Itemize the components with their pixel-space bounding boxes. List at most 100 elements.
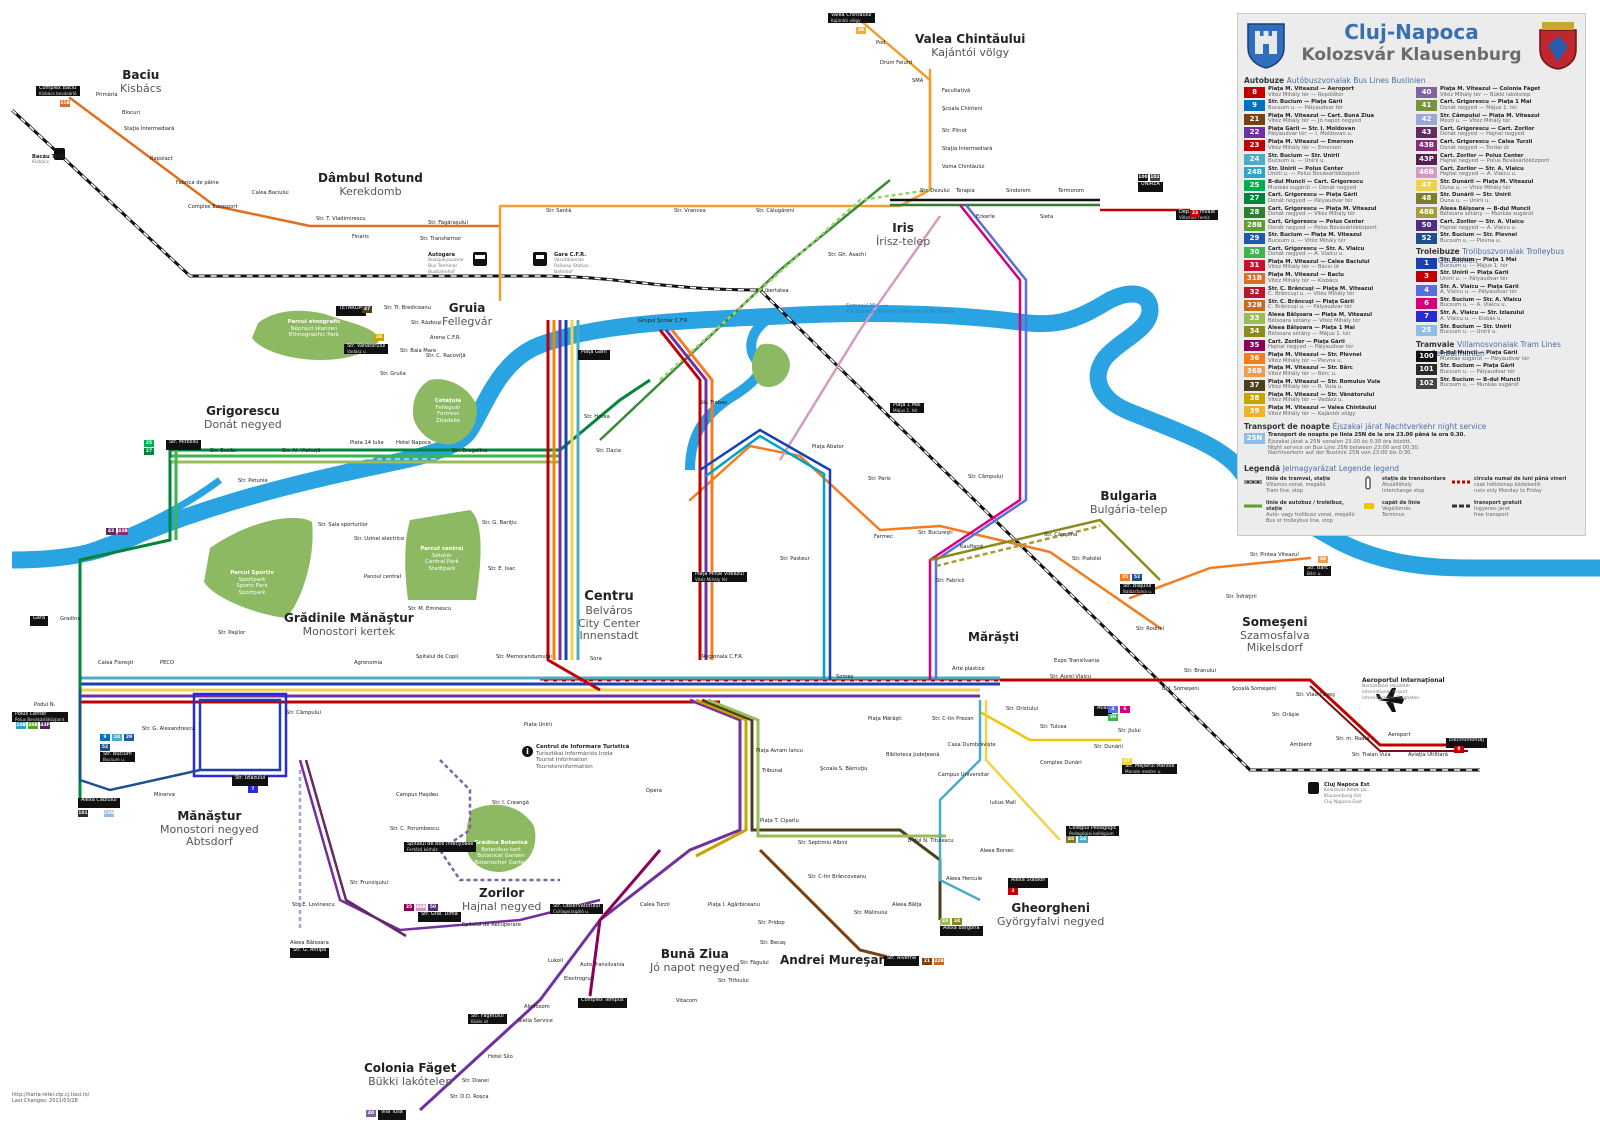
- stop-label[interactable]: Str. Călugărení: [756, 208, 795, 214]
- stop-label[interactable]: Aviaţia Utilitară: [1408, 752, 1448, 758]
- night-route[interactable]: 25N Transport de noapte pe linia 25N de …: [1244, 432, 1574, 457]
- stop-label[interactable]: Str. Vrancea: [674, 208, 706, 214]
- stop-label[interactable]: Str. Câmpina: [1044, 532, 1078, 538]
- stop-label[interactable]: Gradina: [60, 616, 81, 622]
- stop-label[interactable]: Str. Paris: [868, 476, 891, 482]
- stop-label[interactable]: Str. E. Lovinescu: [292, 902, 335, 908]
- stop-label[interactable]: Piaţa T. Ciparlu: [760, 818, 799, 824]
- terminal-izlazului[interactable]: Str. Izlazului: [232, 776, 269, 786]
- stop-label[interactable]: Str. Câmpului: [968, 474, 1003, 480]
- stop-label[interactable]: Str. Sentă: [546, 208, 572, 214]
- stop-label[interactable]: Piaţa Avram Iancu: [756, 748, 803, 754]
- stop-label[interactable]: Alpifoxom: [524, 1004, 550, 1010]
- stop-label[interactable]: Facultativă: [942, 88, 971, 94]
- stop-label[interactable]: Str. Înfrăţirii: [1226, 594, 1257, 600]
- stop-label[interactable]: Str. Dianei: [462, 1078, 489, 1084]
- stop-label[interactable]: Str. Horea: [584, 414, 610, 420]
- stop-label[interactable]: Str. m. Roată: [1336, 736, 1370, 742]
- stop-label[interactable]: Str. Bucureşti: [918, 530, 953, 536]
- stop-label[interactable]: Calea Floreşti: [98, 660, 134, 666]
- stop-label[interactable]: Tribunal: [762, 768, 783, 774]
- stop-label[interactable]: Piaţa I. Agârbiceanu: [708, 902, 761, 908]
- stop-label[interactable]: Regionala C.F.R.: [702, 654, 744, 660]
- stop-label[interactable]: Vama Chintăului: [942, 164, 985, 170]
- stop-label[interactable]: Str. Câmpului: [286, 710, 321, 716]
- stop-label[interactable]: Complex Dunări: [1040, 760, 1082, 766]
- stop-label[interactable]: Str. Tr. Brediceanu: [384, 305, 431, 311]
- stop-label[interactable]: Podul N.: [34, 702, 56, 708]
- stop-label[interactable]: Primăria: [96, 92, 118, 98]
- stop-label[interactable]: Str. Grulia: [380, 371, 406, 377]
- stop-label[interactable]: Arena C.F.R.: [430, 335, 462, 341]
- stop-label[interactable]: Str. Uzinei electrice: [354, 536, 405, 542]
- stop-label[interactable]: Termorom: [1058, 188, 1084, 194]
- stop-label[interactable]: Str. I. Creangă: [492, 800, 529, 806]
- stop-label[interactable]: Str. Petunie: [238, 478, 268, 484]
- stop-label[interactable]: Str. Branului: [1184, 668, 1216, 674]
- stop-label[interactable]: Str. Răzbuşi: [411, 320, 442, 326]
- stop-label[interactable]: Rapolact: [150, 156, 173, 162]
- stop-label[interactable]: Pod: [876, 40, 886, 46]
- stop-label[interactable]: Str. Dunării: [1094, 744, 1124, 750]
- stop-label[interactable]: Aleea Borsec: [980, 848, 1014, 854]
- stop-label[interactable]: Calea Turzii: [640, 902, 670, 908]
- terminal-vila-tusa[interactable]: Vila Tusa: [378, 1110, 406, 1120]
- stop-label[interactable]: Kaufland: [960, 544, 983, 550]
- stop-label[interactable]: Str. Baia Mare: [400, 348, 437, 354]
- stop-label[interactable]: Str. G. Bariţiu: [482, 520, 517, 526]
- stop-label[interactable]: Str. Al. Vlahuţă: [282, 448, 321, 454]
- terminal-complex-tempus[interactable]: Complex Tempus: [578, 998, 627, 1008]
- stop-label[interactable]: Drum Feiurd: [880, 60, 913, 66]
- stop-label[interactable]: Bul. Someşeni: [1162, 686, 1199, 692]
- stop-label[interactable]: PECO: [160, 660, 175, 666]
- stop-label[interactable]: Sindorom: [1006, 188, 1031, 194]
- stop-label[interactable]: Opera: [646, 788, 662, 794]
- stop-label[interactable]: Str. C-tin Brâncoveanu: [808, 874, 867, 880]
- stop-label[interactable]: Grupul Şcolar C.F.R.: [638, 318, 689, 324]
- stop-label[interactable]: Aleea Bâisoara: [290, 940, 329, 946]
- stop-label[interactable]: Biblioteca Judeţeană: [886, 752, 940, 758]
- terminal-atlas[interactable]: Atlas: [1094, 706, 1113, 716]
- stop-label[interactable]: Str. C. Racoviţă: [426, 353, 466, 359]
- stop-label[interactable]: Str. Traian Vuia: [1352, 752, 1391, 758]
- stop-label[interactable]: Calea Baciului: [252, 190, 289, 196]
- terminal-unirea[interactable]: UNIREA: [1138, 182, 1163, 192]
- stop-label[interactable]: Iulius Mall: [990, 800, 1016, 806]
- stop-label[interactable]: Şcoală Someşeni: [1232, 686, 1277, 692]
- stop-label[interactable]: SMA: [912, 78, 924, 84]
- stop-label[interactable]: Str. Transfarmor: [420, 236, 462, 242]
- stop-label[interactable]: Str. D.D. Roşca: [450, 1094, 489, 1100]
- stop-label[interactable]: Staţia Intermediară: [942, 146, 993, 152]
- stop-label[interactable]: Siella Service: [518, 1018, 553, 1024]
- stop-label[interactable]: Electrogrup: [564, 976, 594, 982]
- terminal-mirkoliu[interactable]: Str. Mirkoliu: [166, 440, 202, 450]
